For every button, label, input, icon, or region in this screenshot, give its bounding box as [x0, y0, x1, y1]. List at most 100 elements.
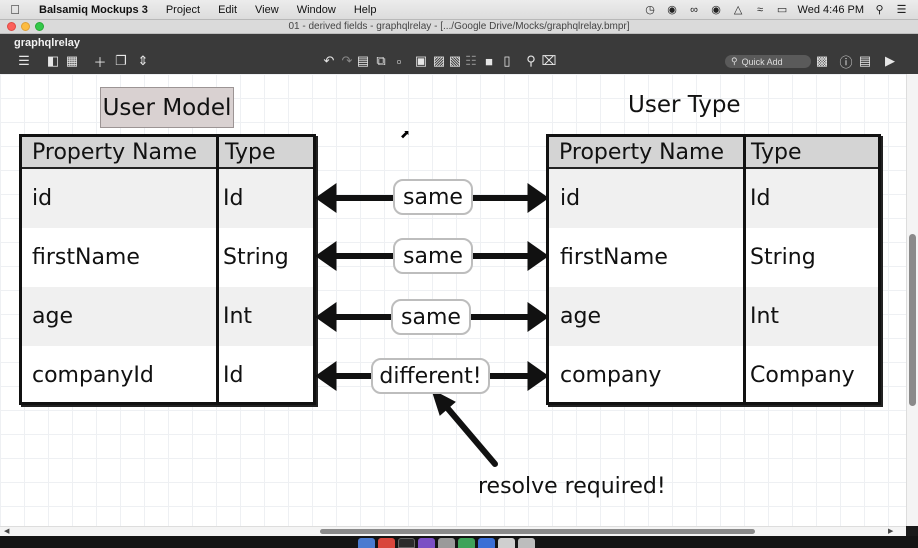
- spotlight-icon[interactable]: ⚲: [875, 4, 884, 16]
- horizontal-scroll-thumb[interactable]: [320, 529, 755, 534]
- finder-icon[interactable]: [358, 538, 375, 548]
- relation-label-different[interactable]: different!: [371, 358, 490, 394]
- menu-project[interactable]: Project: [165, 3, 201, 16]
- menu-view[interactable]: View: [255, 3, 279, 16]
- column-divider: [216, 137, 219, 402]
- window-title: 01 - derived fields - graphqlrelay - [..…: [288, 21, 630, 32]
- cell-type: Id: [223, 363, 244, 388]
- notification-center-icon[interactable]: ☰: [896, 4, 907, 16]
- duplicate-icon[interactable]: ❐: [115, 53, 127, 68]
- minimize-window-button[interactable]: [21, 22, 30, 31]
- menu-edit[interactable]: Edit: [218, 3, 238, 16]
- header-property-name: Property Name: [559, 140, 724, 165]
- zoom-window-button[interactable]: [35, 22, 44, 31]
- cell-property: id: [32, 186, 53, 211]
- user-type-heading[interactable]: User Type: [628, 92, 741, 118]
- lock-icon[interactable]: ■: [485, 53, 493, 69]
- cell-type: Id: [750, 186, 771, 211]
- drive-icon[interactable]: △: [733, 4, 743, 16]
- paste-icon[interactable]: ▫: [396, 53, 402, 69]
- scroll-right-icon[interactable]: ▶: [888, 528, 894, 535]
- quick-add-placeholder: Quick Add: [741, 56, 783, 67]
- horizontal-scrollbar[interactable]: ◀ ▶: [0, 526, 906, 536]
- table-row: [549, 287, 878, 346]
- user-model-heading[interactable]: User Model: [100, 87, 234, 128]
- menu-help[interactable]: Help: [353, 3, 377, 16]
- table-row: [22, 169, 313, 228]
- menu-app-name[interactable]: Balsamiq Mockups 3: [39, 3, 148, 16]
- send-backward-icon[interactable]: ▧: [448, 53, 462, 68]
- battery-icon[interactable]: ▭: [776, 4, 788, 16]
- glasses-icon[interactable]: ∞: [690, 3, 698, 16]
- status-area: ◷ ◉ ∞ ◉ △ ≈ ▭ Wed 4:46 PM ⚲ ☰: [644, 3, 918, 17]
- mac-menubar:  Balsamiq Mockups 3 Project Edit View W…: [0, 0, 918, 20]
- apple-menu-icon[interactable]: : [0, 2, 30, 17]
- cell-property: age: [560, 304, 601, 329]
- media-library-icon[interactable]: ▩: [815, 53, 829, 68]
- chrome-icon[interactable]: [378, 538, 395, 548]
- header-type: Type: [225, 140, 276, 165]
- cell-property: id: [560, 186, 581, 211]
- single-pane-icon[interactable]: ◧: [46, 53, 60, 68]
- cell-type: Int: [223, 304, 253, 329]
- trash-icon[interactable]: [518, 538, 535, 548]
- undo-icon[interactable]: ↶: [323, 53, 335, 68]
- delete-icon[interactable]: ▯: [503, 53, 511, 68]
- mac-dock: [0, 536, 918, 548]
- pointer-arrow: [431, 388, 498, 467]
- add-icon[interactable]: ＋: [93, 54, 107, 70]
- user-type-table[interactable]: Property Name Type id Id firstName Strin…: [546, 134, 881, 405]
- cell-property: companyId: [32, 363, 154, 388]
- relation-label[interactable]: same: [393, 238, 473, 274]
- notes-icon[interactable]: ▤: [858, 53, 872, 68]
- search-icon: ⚲: [731, 56, 738, 66]
- project-name: graphqlrelay: [14, 37, 81, 49]
- record-icon[interactable]: ◉: [711, 4, 721, 16]
- table-row: [22, 287, 313, 346]
- redo-icon[interactable]: ↷: [341, 53, 353, 68]
- relation-label[interactable]: same: [391, 299, 471, 335]
- search-icon[interactable]: ⚲: [526, 53, 536, 68]
- mouse-cursor-icon: ⬈: [400, 127, 411, 141]
- relation-label[interactable]: same: [393, 179, 473, 215]
- wifi-icon[interactable]: ≈: [757, 3, 764, 16]
- cell-type: Company: [750, 363, 855, 388]
- menu-window[interactable]: Window: [296, 3, 336, 16]
- align-icon[interactable]: ☷: [465, 53, 477, 68]
- mockup-canvas[interactable]: User Model User Type Property Name Type …: [0, 74, 906, 526]
- menubar-clock[interactable]: Wed 4:46 PM: [797, 3, 864, 16]
- user-model-table[interactable]: Property Name Type id Id firstName Strin…: [19, 134, 316, 405]
- hamburger-menu-icon[interactable]: ☰: [18, 53, 30, 68]
- cut-icon[interactable]: ▤: [356, 53, 370, 68]
- terminal-icon[interactable]: [398, 538, 415, 548]
- grid-view-icon[interactable]: ▦: [65, 53, 79, 68]
- cell-type: String: [750, 245, 816, 270]
- app-icon[interactable]: [418, 538, 435, 548]
- quick-add-input[interactable]: ⚲ Quick Add: [725, 55, 811, 68]
- vertical-scroll-thumb[interactable]: [909, 234, 916, 406]
- cell-type: Int: [750, 304, 780, 329]
- app-icon[interactable]: [478, 538, 495, 548]
- scroll-left-icon[interactable]: ◀: [4, 528, 10, 535]
- vertical-scrollbar[interactable]: [906, 74, 918, 526]
- group-icon[interactable]: ▣: [414, 53, 428, 68]
- info-icon[interactable]: ⓘ: [839, 54, 853, 70]
- cell-property: age: [32, 304, 73, 329]
- cell-property: firstName: [32, 245, 140, 270]
- evernote-icon[interactable]: ◉: [667, 4, 677, 16]
- bring-forward-icon[interactable]: ▨: [432, 53, 446, 68]
- app-icon[interactable]: [458, 538, 475, 548]
- app-toolbar: graphqlrelay ☰ ◧ ▦ ＋ ❐ ⇕ ↶ ↷ ▤ ⧉ ▫ ▣ ▨ ▧…: [0, 34, 918, 74]
- time-machine-icon[interactable]: ◷: [645, 4, 655, 16]
- close-panel-icon[interactable]: ⌧: [541, 53, 557, 68]
- close-window-button[interactable]: [7, 22, 16, 31]
- resolve-required-note[interactable]: resolve required!: [478, 474, 666, 499]
- copy-icon[interactable]: ⧉: [376, 53, 386, 68]
- header-type: Type: [751, 140, 802, 165]
- presentation-mode-icon[interactable]: ▶: [885, 53, 895, 68]
- traffic-lights: [0, 22, 60, 31]
- app-icon[interactable]: [498, 538, 515, 548]
- reorder-icon[interactable]: ⇕: [137, 53, 149, 68]
- table-row: [549, 169, 878, 228]
- app-icon[interactable]: [438, 538, 455, 548]
